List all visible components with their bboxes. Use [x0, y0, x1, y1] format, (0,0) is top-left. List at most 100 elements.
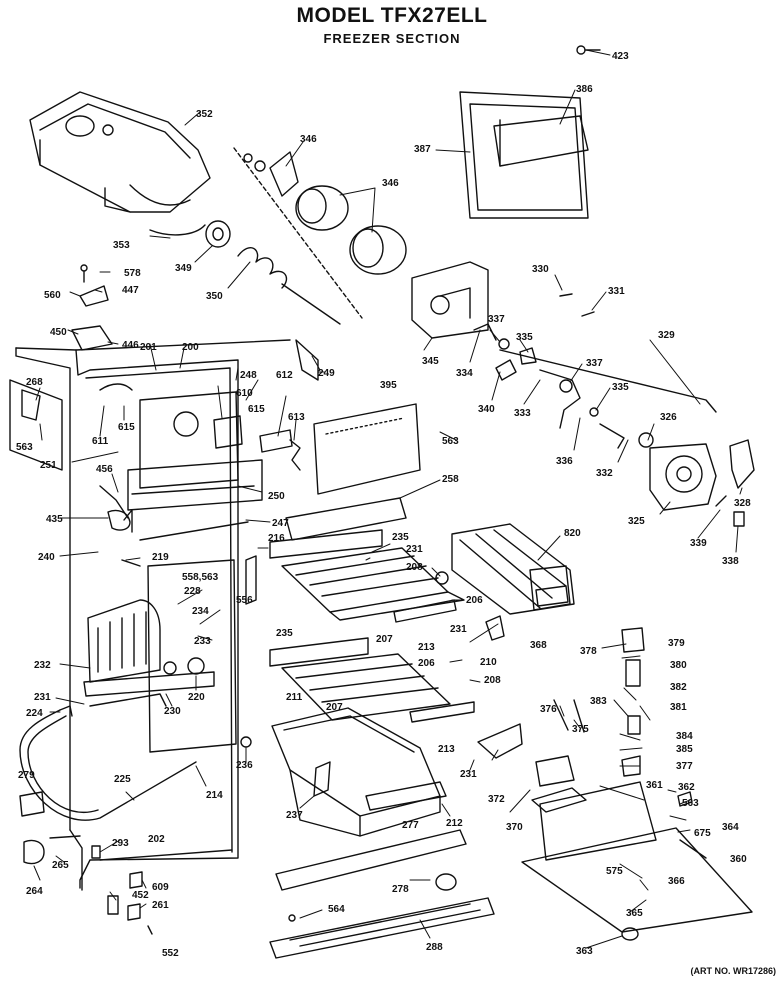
- callout-610: 610: [236, 388, 253, 399]
- callout-231-a: 231: [406, 544, 423, 555]
- callout-612: 612: [276, 370, 293, 381]
- callout-361: 361: [646, 780, 663, 791]
- toe-grille-288: [269, 829, 495, 959]
- callout-372: 372: [488, 794, 505, 805]
- callout-382: 382: [670, 682, 687, 693]
- callout-336: 336: [556, 456, 573, 467]
- callout-237: 237: [286, 810, 303, 821]
- callout-366: 366: [668, 876, 685, 887]
- callout-207-b: 207: [326, 702, 343, 713]
- control-housing-250: [99, 339, 319, 541]
- callout-293: 293: [112, 838, 129, 849]
- callout-560: 560: [44, 290, 61, 301]
- callout-326: 326: [660, 412, 677, 423]
- callout-212: 212: [446, 818, 463, 829]
- callout-375: 375: [572, 724, 589, 735]
- freezer-liner-cabinet: [9, 339, 291, 891]
- callout-leaders: [33, 49, 743, 949]
- callout-563-b: 563: [442, 436, 459, 447]
- callout-381: 381: [670, 702, 687, 713]
- wire-shelf-lower: [269, 637, 475, 723]
- callout-378: 378: [580, 646, 597, 657]
- callout-332: 332: [596, 468, 613, 479]
- callout-261: 261: [152, 900, 169, 911]
- callout-200: 200: [182, 342, 199, 353]
- callout-213-a: 213: [418, 642, 435, 653]
- air-duct-cover-395: [313, 403, 421, 495]
- callout-456: 456: [96, 464, 113, 475]
- callout-564: 564: [328, 904, 345, 915]
- callout-201: 201: [140, 342, 157, 353]
- callout-213-b: 213: [438, 744, 455, 755]
- callout-360: 360: [730, 854, 747, 865]
- callout-235-b: 235: [276, 628, 293, 639]
- callout-340: 340: [478, 404, 495, 415]
- callout-365: 365: [626, 908, 643, 919]
- callout-277: 277: [402, 820, 419, 831]
- callout-346-b: 346: [382, 178, 399, 189]
- callout-225: 225: [114, 774, 131, 785]
- callout-279: 279: [18, 770, 35, 781]
- callout-228: 228: [184, 586, 201, 597]
- callout-232: 232: [34, 660, 51, 671]
- callout-383: 383: [590, 696, 607, 707]
- ice-maker-motor-325: [638, 432, 755, 527]
- callout-615-b: 615: [248, 404, 265, 415]
- callout-552: 552: [162, 948, 179, 959]
- callout-337-b: 337: [586, 358, 603, 369]
- callout-387: 387: [414, 144, 431, 155]
- callout-446: 446: [122, 340, 139, 351]
- ice-maker-820: [435, 523, 575, 641]
- callout-206-b: 206: [418, 658, 435, 669]
- callout-450: 450: [50, 327, 67, 338]
- callout-349: 349: [175, 263, 192, 274]
- motor-mount-plate: [411, 261, 489, 339]
- callout-563-c: 563: [682, 798, 699, 809]
- callout-240: 240: [38, 552, 55, 563]
- callout-230: 230: [164, 706, 181, 717]
- callout-377: 377: [676, 761, 693, 772]
- callout-231-d: 231: [460, 769, 477, 780]
- callout-numbers: 423 352 386 387 346 346 353 349 578 447 …: [16, 51, 751, 959]
- callout-208-b: 208: [484, 675, 501, 686]
- callout-376: 376: [540, 704, 557, 715]
- callout-331: 331: [608, 286, 625, 297]
- callout-234: 234: [192, 606, 209, 617]
- callout-211: 211: [286, 692, 303, 703]
- callout-556: 556: [236, 595, 253, 606]
- callout-236: 236: [236, 760, 253, 771]
- callout-220: 220: [188, 692, 205, 703]
- callout-330: 330: [532, 264, 549, 275]
- callout-328: 328: [734, 498, 751, 509]
- callout-352: 352: [196, 109, 213, 120]
- drain-tube-225: [19, 705, 197, 865]
- callout-247: 247: [272, 518, 289, 529]
- callout-258: 258: [442, 474, 459, 485]
- callout-423: 423: [612, 51, 629, 62]
- auger-assembly: [205, 147, 407, 325]
- callout-337-a: 337: [488, 314, 505, 325]
- callout-353: 353: [113, 240, 130, 251]
- callout-219: 219: [152, 552, 169, 563]
- callout-251: 251: [40, 460, 57, 471]
- wire-shelf-upper: [269, 529, 465, 623]
- callout-363: 363: [576, 946, 593, 957]
- callout-278: 278: [392, 884, 409, 895]
- callout-216: 216: [268, 533, 285, 544]
- callout-345: 345: [422, 356, 439, 367]
- callout-575: 575: [606, 866, 623, 877]
- callout-231-b: 231: [450, 624, 467, 635]
- section-title: FREEZER SECTION: [323, 31, 461, 46]
- callout-362: 362: [678, 782, 695, 793]
- callout-368: 368: [530, 640, 547, 651]
- small-hardware: [71, 264, 257, 935]
- callout-339: 339: [690, 538, 707, 549]
- callout-338: 338: [722, 556, 739, 567]
- callout-329: 329: [658, 330, 675, 341]
- callout-613: 613: [288, 412, 305, 423]
- callout-333: 333: [514, 408, 531, 419]
- callout-820: 820: [564, 528, 581, 539]
- callout-264: 264: [26, 886, 43, 897]
- callout-370: 370: [506, 822, 523, 833]
